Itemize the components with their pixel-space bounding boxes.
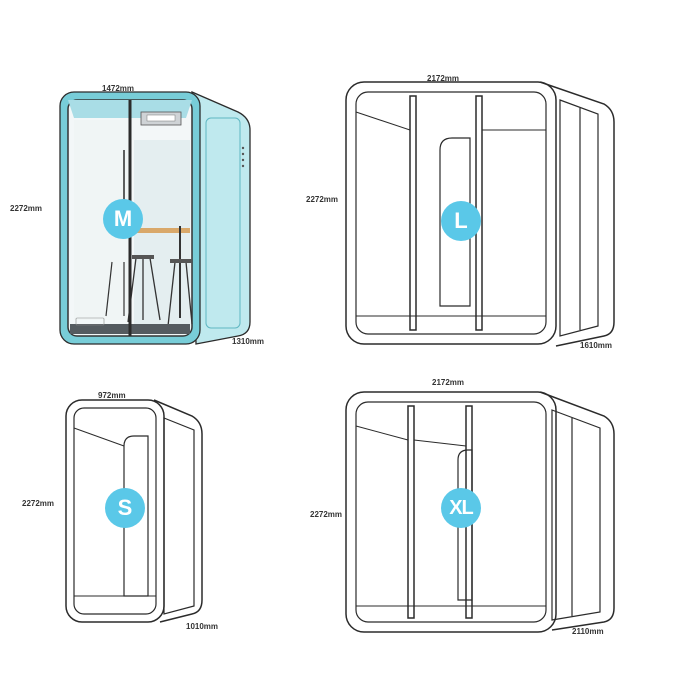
booth-l-width-label: 2172mm xyxy=(427,74,460,83)
size-badge-l: L xyxy=(441,201,481,241)
size-badge-m: M xyxy=(103,199,143,239)
booth-l-depth-label: 1610mm xyxy=(580,341,613,350)
booth-xl-height-label: 2272mm xyxy=(310,510,343,519)
booth-s-height-label: 2272mm xyxy=(22,499,55,508)
booth-xl-depth-label: 2110mm xyxy=(572,627,604,636)
size-badge-s: S xyxy=(105,488,145,528)
booth-xl-width-label: 2172mm xyxy=(432,378,465,387)
booth-m-height-label: 2272mm xyxy=(10,204,43,213)
booth-s-depth-label: 1010mm xyxy=(186,622,219,631)
booth-m-width-label: 1472mm xyxy=(102,84,135,93)
booth-m-depth-label: 1310mm xyxy=(232,337,265,346)
size-badge-xl: XL xyxy=(441,488,481,528)
booth-s-width-label: 972mm xyxy=(98,391,126,400)
booth-l-height-label: 2272mm xyxy=(306,195,339,204)
